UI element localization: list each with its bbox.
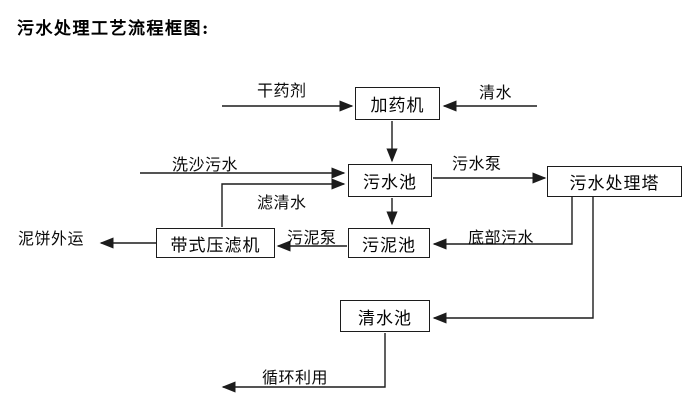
edge-bottom-sewage-tower-to-sludge-pool: [432, 197, 573, 250]
edge-filtered-water-press-to-sewage-pool: [221, 178, 346, 227]
node-sewage-pool: 污水池: [348, 164, 432, 197]
flow-label-sand-washing-sewage: 洗沙污水: [172, 155, 239, 174]
flow-label-filtered-water: 滤清水: [257, 193, 307, 212]
node-sewage-treatment-tower: 污水处理塔: [547, 166, 682, 197]
flow-label-clean-water: 清水: [479, 83, 513, 102]
node-dosing-machine-label: 加药机: [370, 96, 425, 116]
edge-recycle-out: [221, 333, 386, 393]
node-sewage-pool-label: 污水池: [363, 173, 417, 193]
edge-tower-to-clean-water-pool: [432, 197, 594, 324]
node-dosing-machine: 加药机: [355, 87, 440, 120]
flow-label-dry-agent: 干药剂: [257, 81, 307, 100]
flow-label-sludge-pump: 污泥泵: [287, 228, 337, 247]
node-sludge-pool-label: 污泥池: [362, 235, 416, 256]
node-belt-filter-press-label: 带式压滤机: [170, 235, 261, 256]
node-belt-filter-press: 带式压滤机: [156, 228, 275, 258]
node-sewage-treatment-tower-label: 污水处理塔: [569, 174, 660, 194]
flow-label-sewage-pump: 污水泵: [452, 154, 502, 173]
node-clean-water-pool: 清水池: [340, 300, 430, 332]
node-clean-water-pool-label: 清水池: [358, 308, 412, 329]
page-title: 污水处理工艺流程框图:: [17, 19, 210, 39]
flow-label-recycle: 循环利用: [262, 368, 329, 387]
node-sludge-pool: 污泥池: [348, 228, 430, 258]
flow-label-mud-cake-outbound: 泥饼外运: [18, 229, 85, 248]
flow-label-bottom-sewage: 底部污水: [468, 228, 535, 247]
